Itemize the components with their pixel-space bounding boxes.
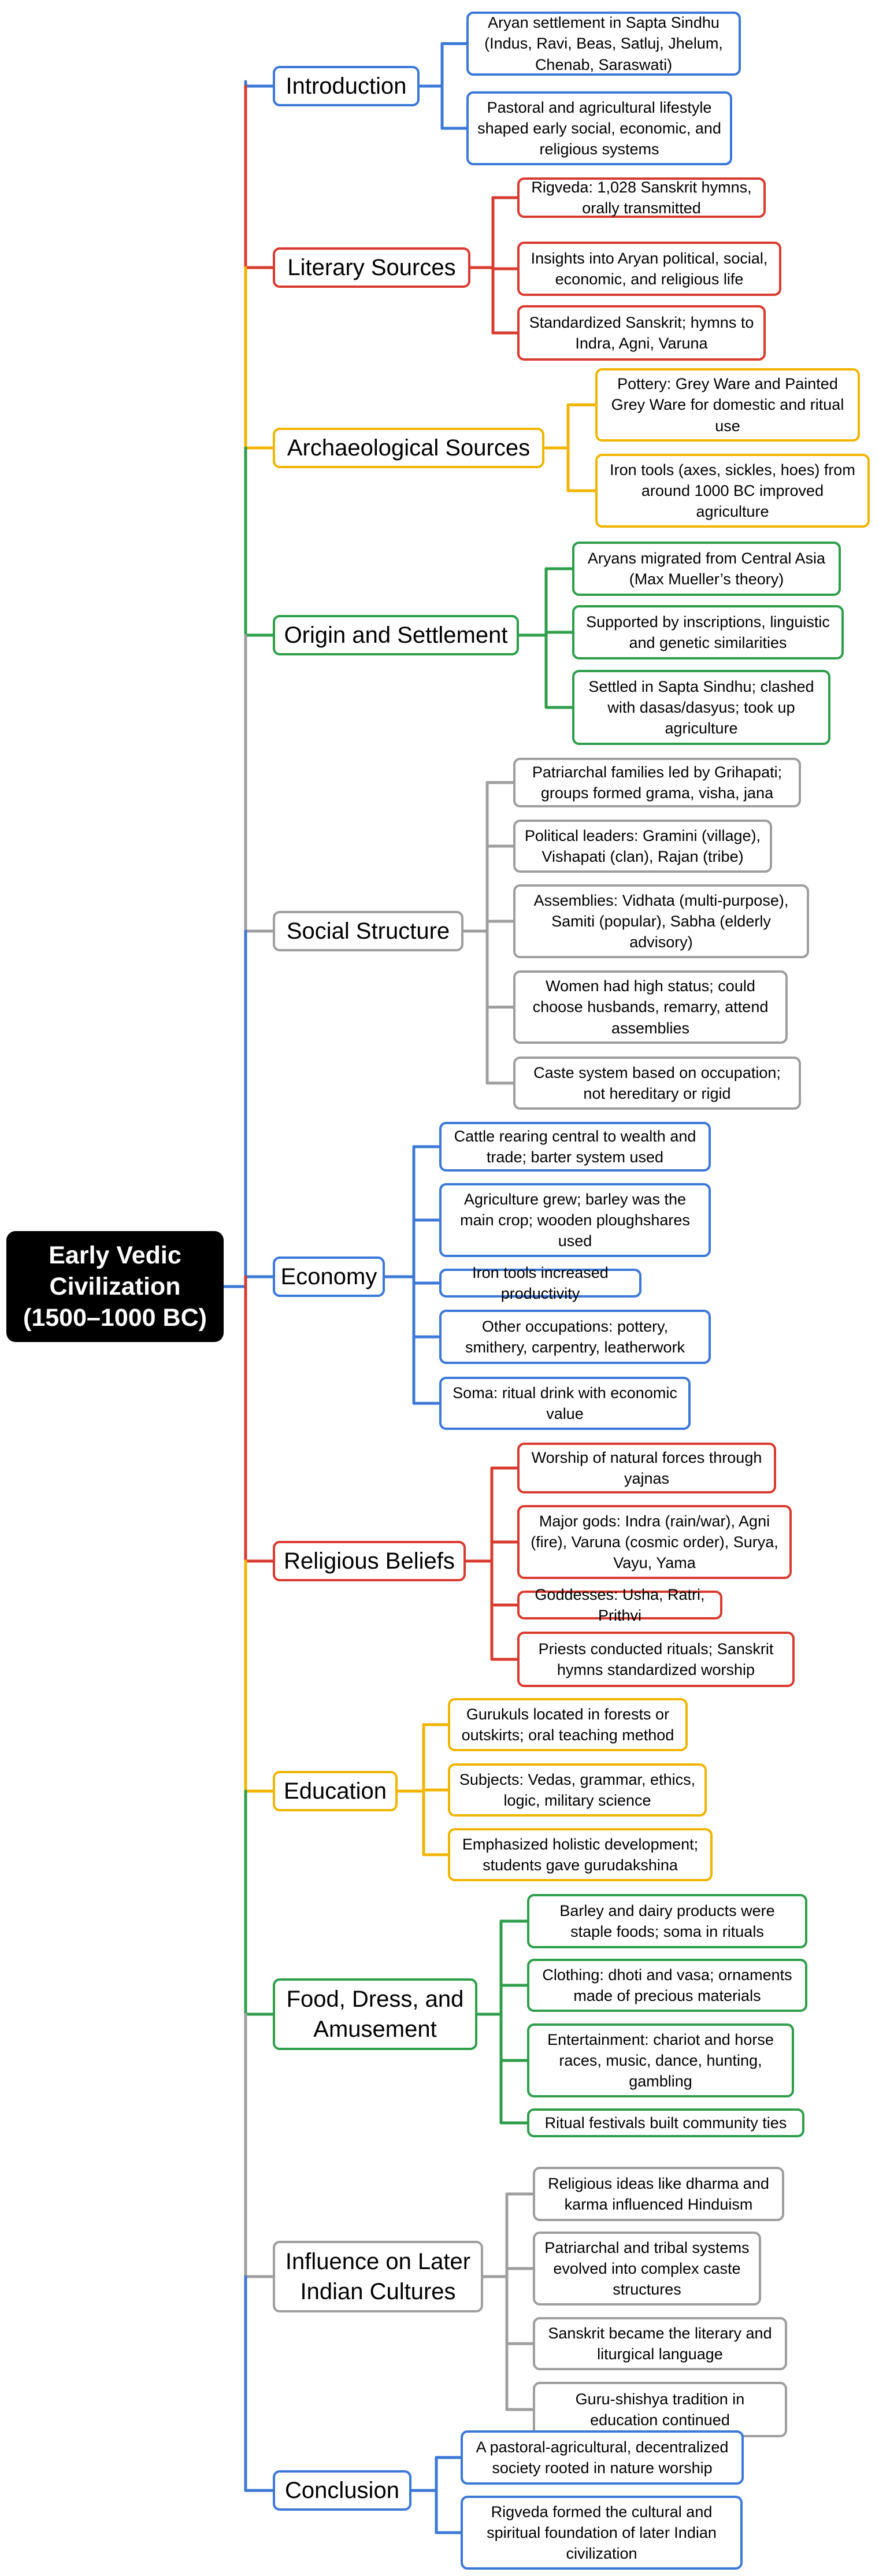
leaf-text: Guru-shishya tradition in education cont… (575, 2390, 745, 2429)
leaf-node: Assemblies: Vidhata (multi-purpose), Sam… (513, 884, 809, 958)
leaf-text: Priests conducted rituals; Sanskrit hymn… (538, 1640, 774, 1678)
leaf-text: Supported by inscriptions, linguistic an… (586, 613, 830, 651)
leaf-node: Barley and dairy products were staple fo… (527, 1894, 807, 1948)
leaf-node: Political leaders: Gramini (village), Vi… (513, 820, 772, 873)
leaf-text: Clothing: dhoti and vasa; ornaments made… (542, 1966, 792, 2004)
branch-label: Literary Sources (287, 255, 456, 280)
leaf-node: Soma: ritual drink with economic value (439, 1377, 691, 1430)
leaf-node: Patriarchal families led by Grihapati; g… (513, 758, 801, 807)
branch-node: Origin and Settlement (273, 615, 519, 655)
leaf-text: Pastoral and agricultural lifestyle shap… (477, 98, 721, 158)
branch-label: Education (284, 1778, 387, 1804)
leaf-text: Entertainment: chariot and horse races, … (547, 2030, 774, 2091)
leaf-node: Other occupations: pottery, smithery, ca… (439, 1310, 711, 1364)
branch-label: Introduction (285, 73, 407, 99)
leaf-text: Goddesses: Usha, Ratri, Prithvi (535, 1585, 705, 1624)
leaf-node: Aryans migrated from Central Asia (Max M… (572, 542, 841, 596)
leaf-node: Subjects: Vedas, grammar, ethics, logic,… (448, 1763, 707, 1817)
branch-label: Economy (280, 1264, 377, 1289)
leaf-node: Iron tools (axes, sickles, hoes) from ar… (595, 454, 870, 528)
branch-node: Education (273, 1771, 398, 1811)
leaf-text: Insights into Aryan political, social, e… (531, 249, 768, 288)
leaf-node: Guru-shishya tradition in education cont… (533, 2382, 787, 2437)
leaf-text: Other occupations: pottery, smithery, ca… (465, 1317, 685, 1356)
leaf-text: Cattle rearing central to wealth and tra… (454, 1127, 696, 1166)
leaf-text: Religious ideas like dharma and karma in… (548, 2174, 769, 2213)
leaf-text: Ritual festivals built community ties (544, 2114, 787, 2132)
leaf-node: Aryan settlement in Sapta Sindhu (Indus,… (466, 12, 741, 76)
branch-node: Archaeological Sources (273, 428, 544, 468)
branch-node: Introduction (273, 66, 420, 106)
branch-node: Food, Dress, and Amusement (273, 1978, 477, 2050)
branch-label: Conclusion (285, 2478, 399, 2503)
leaf-text: Patriarchal families led by Grihapati; g… (532, 763, 782, 802)
leaf-node: A pastoral-agricultural, decentralized s… (461, 2430, 744, 2485)
leaf-node: Sanskrit became the literary and liturgi… (533, 2317, 787, 2370)
leaf-node: Clothing: dhoti and vasa; ornaments made… (527, 1959, 807, 2012)
leaf-text: Subjects: Vedas, grammar, ethics, logic,… (459, 1770, 696, 1809)
leaf-node: Women had high status; could choose husb… (513, 970, 788, 1044)
leaf-text: Major gods: Indra (rain/war), Agni (fire… (531, 1512, 778, 1572)
leaf-node: Pottery: Grey Ware and Painted Grey Ware… (595, 368, 860, 442)
leaf-text: Pottery: Grey Ware and Painted Grey Ware… (611, 375, 844, 435)
leaf-node: Religious ideas like dharma and karma in… (533, 2167, 784, 2221)
leaf-node: Emphasized holistic development; student… (448, 1828, 713, 1881)
branch-label: Religious Beliefs (284, 1548, 455, 1574)
leaf-text: Emphasized holistic development; student… (462, 1835, 699, 1874)
leaf-text: Iron tools increased productivity (472, 1263, 609, 1302)
leaf-node: Agriculture grew; barley was the main cr… (439, 1183, 711, 1257)
leaf-text: Settled in Sapta Sindhu; clashed with da… (588, 677, 814, 737)
leaf-node: Major gods: Indra (rain/war), Agni (fire… (517, 1505, 792, 1579)
leaf-text: A pastoral-agricultural, decentralized s… (476, 2438, 729, 2477)
leaf-text: Women had high status; could choose husb… (532, 977, 769, 1037)
branch-node: Literary Sources (273, 247, 470, 288)
leaf-text: Aryan settlement in Sapta Sindhu (Indus,… (484, 14, 723, 73)
leaf-text: Assemblies: Vidhata (multi-purpose), Sam… (533, 891, 789, 951)
leaf-node: Supported by inscriptions, linguistic an… (572, 605, 844, 659)
leaf-node: Worship of natural forces through yajnas (517, 1443, 776, 1493)
leaf-text: Gurukuls located in forests or outskirts… (461, 1705, 674, 1744)
branch-label: Social Structure (286, 918, 450, 944)
root-node: Early Vedic Civilization (1500–1000 BC) (6, 1231, 224, 1342)
leaf-text: Sanskrit became the literary and liturgi… (548, 2324, 772, 2363)
branch-label: Archaeological Sources (287, 435, 531, 461)
root-title: Early Vedic Civilization (1500–1000 BC) (23, 1241, 207, 1332)
leaf-node: Entertainment: chariot and horse races, … (527, 2023, 794, 2097)
leaf-node: Iron tools increased productivity (439, 1264, 641, 1302)
leaf-text: Caste system based on occupation; not he… (533, 1063, 781, 1102)
branch-node: Social Structure (273, 911, 463, 951)
leaf-node: Goddesses: Usha, Ratri, Prithvi (517, 1586, 722, 1624)
leaf-node: Pastoral and agricultural lifestyle shap… (466, 91, 732, 165)
leaf-text: Standardized Sanskrit; hymns to Indra, A… (529, 313, 754, 352)
leaf-node: Caste system based on occupation; not he… (513, 1057, 801, 1110)
leaf-node: Ritual festivals built community ties (527, 2108, 804, 2137)
leaf-text: Worship of natural forces through yajnas (531, 1448, 762, 1487)
leaf-node: Rigveda formed the cultural and spiritua… (461, 2496, 743, 2570)
leaf-node: Cattle rearing central to wealth and tra… (439, 1122, 711, 1172)
leaf-node: Standardized Sanskrit; hymns to Indra, A… (517, 305, 766, 361)
leaf-node: Insights into Aryan political, social, e… (517, 242, 781, 296)
branch-label: Food, Dress, and Amusement (286, 1986, 464, 2042)
leaf-node: Settled in Sapta Sindhu; clashed with da… (572, 670, 830, 745)
leaf-text: Soma: ritual drink with economic value (453, 1384, 677, 1422)
leaf-node: Gurukuls located in forests or outskirts… (448, 1698, 688, 1751)
branch-node: Economy (273, 1257, 385, 1297)
leaf-text: Rigveda formed the cultural and spiritua… (487, 2503, 717, 2563)
leaf-text: Political leaders: Gramini (village), Vi… (524, 826, 761, 865)
leaf-node: Priests conducted rituals; Sanskrit hymn… (517, 1632, 795, 1687)
branch-node: Religious Beliefs (273, 1541, 466, 1581)
branch-label: Origin and Settlement (284, 622, 508, 648)
leaf-node: Rigveda: 1,028 Sanskrit hymns, orally tr… (517, 177, 766, 218)
leaf-text: Iron tools (axes, sickles, hoes) from ar… (610, 461, 855, 521)
leaf-text: Agriculture grew; barley was the main cr… (460, 1190, 690, 1250)
branch-node: Influence on Later Indian Cultures (273, 2241, 483, 2312)
leaf-text: Rigveda: 1,028 Sanskrit hymns, orally tr… (531, 178, 752, 217)
leaf-text: Patriarchal and tribal systems evolved i… (544, 2238, 750, 2299)
leaf-text: Barley and dairy products were staple fo… (559, 1902, 775, 1940)
branch-label: Influence on Later Indian Cultures (285, 2249, 471, 2304)
leaf-text: Aryans migrated from Central Asia (Max M… (587, 549, 826, 588)
leaf-node: Patriarchal and tribal systems evolved i… (533, 2232, 761, 2306)
branch-node: Conclusion (273, 2470, 411, 2511)
